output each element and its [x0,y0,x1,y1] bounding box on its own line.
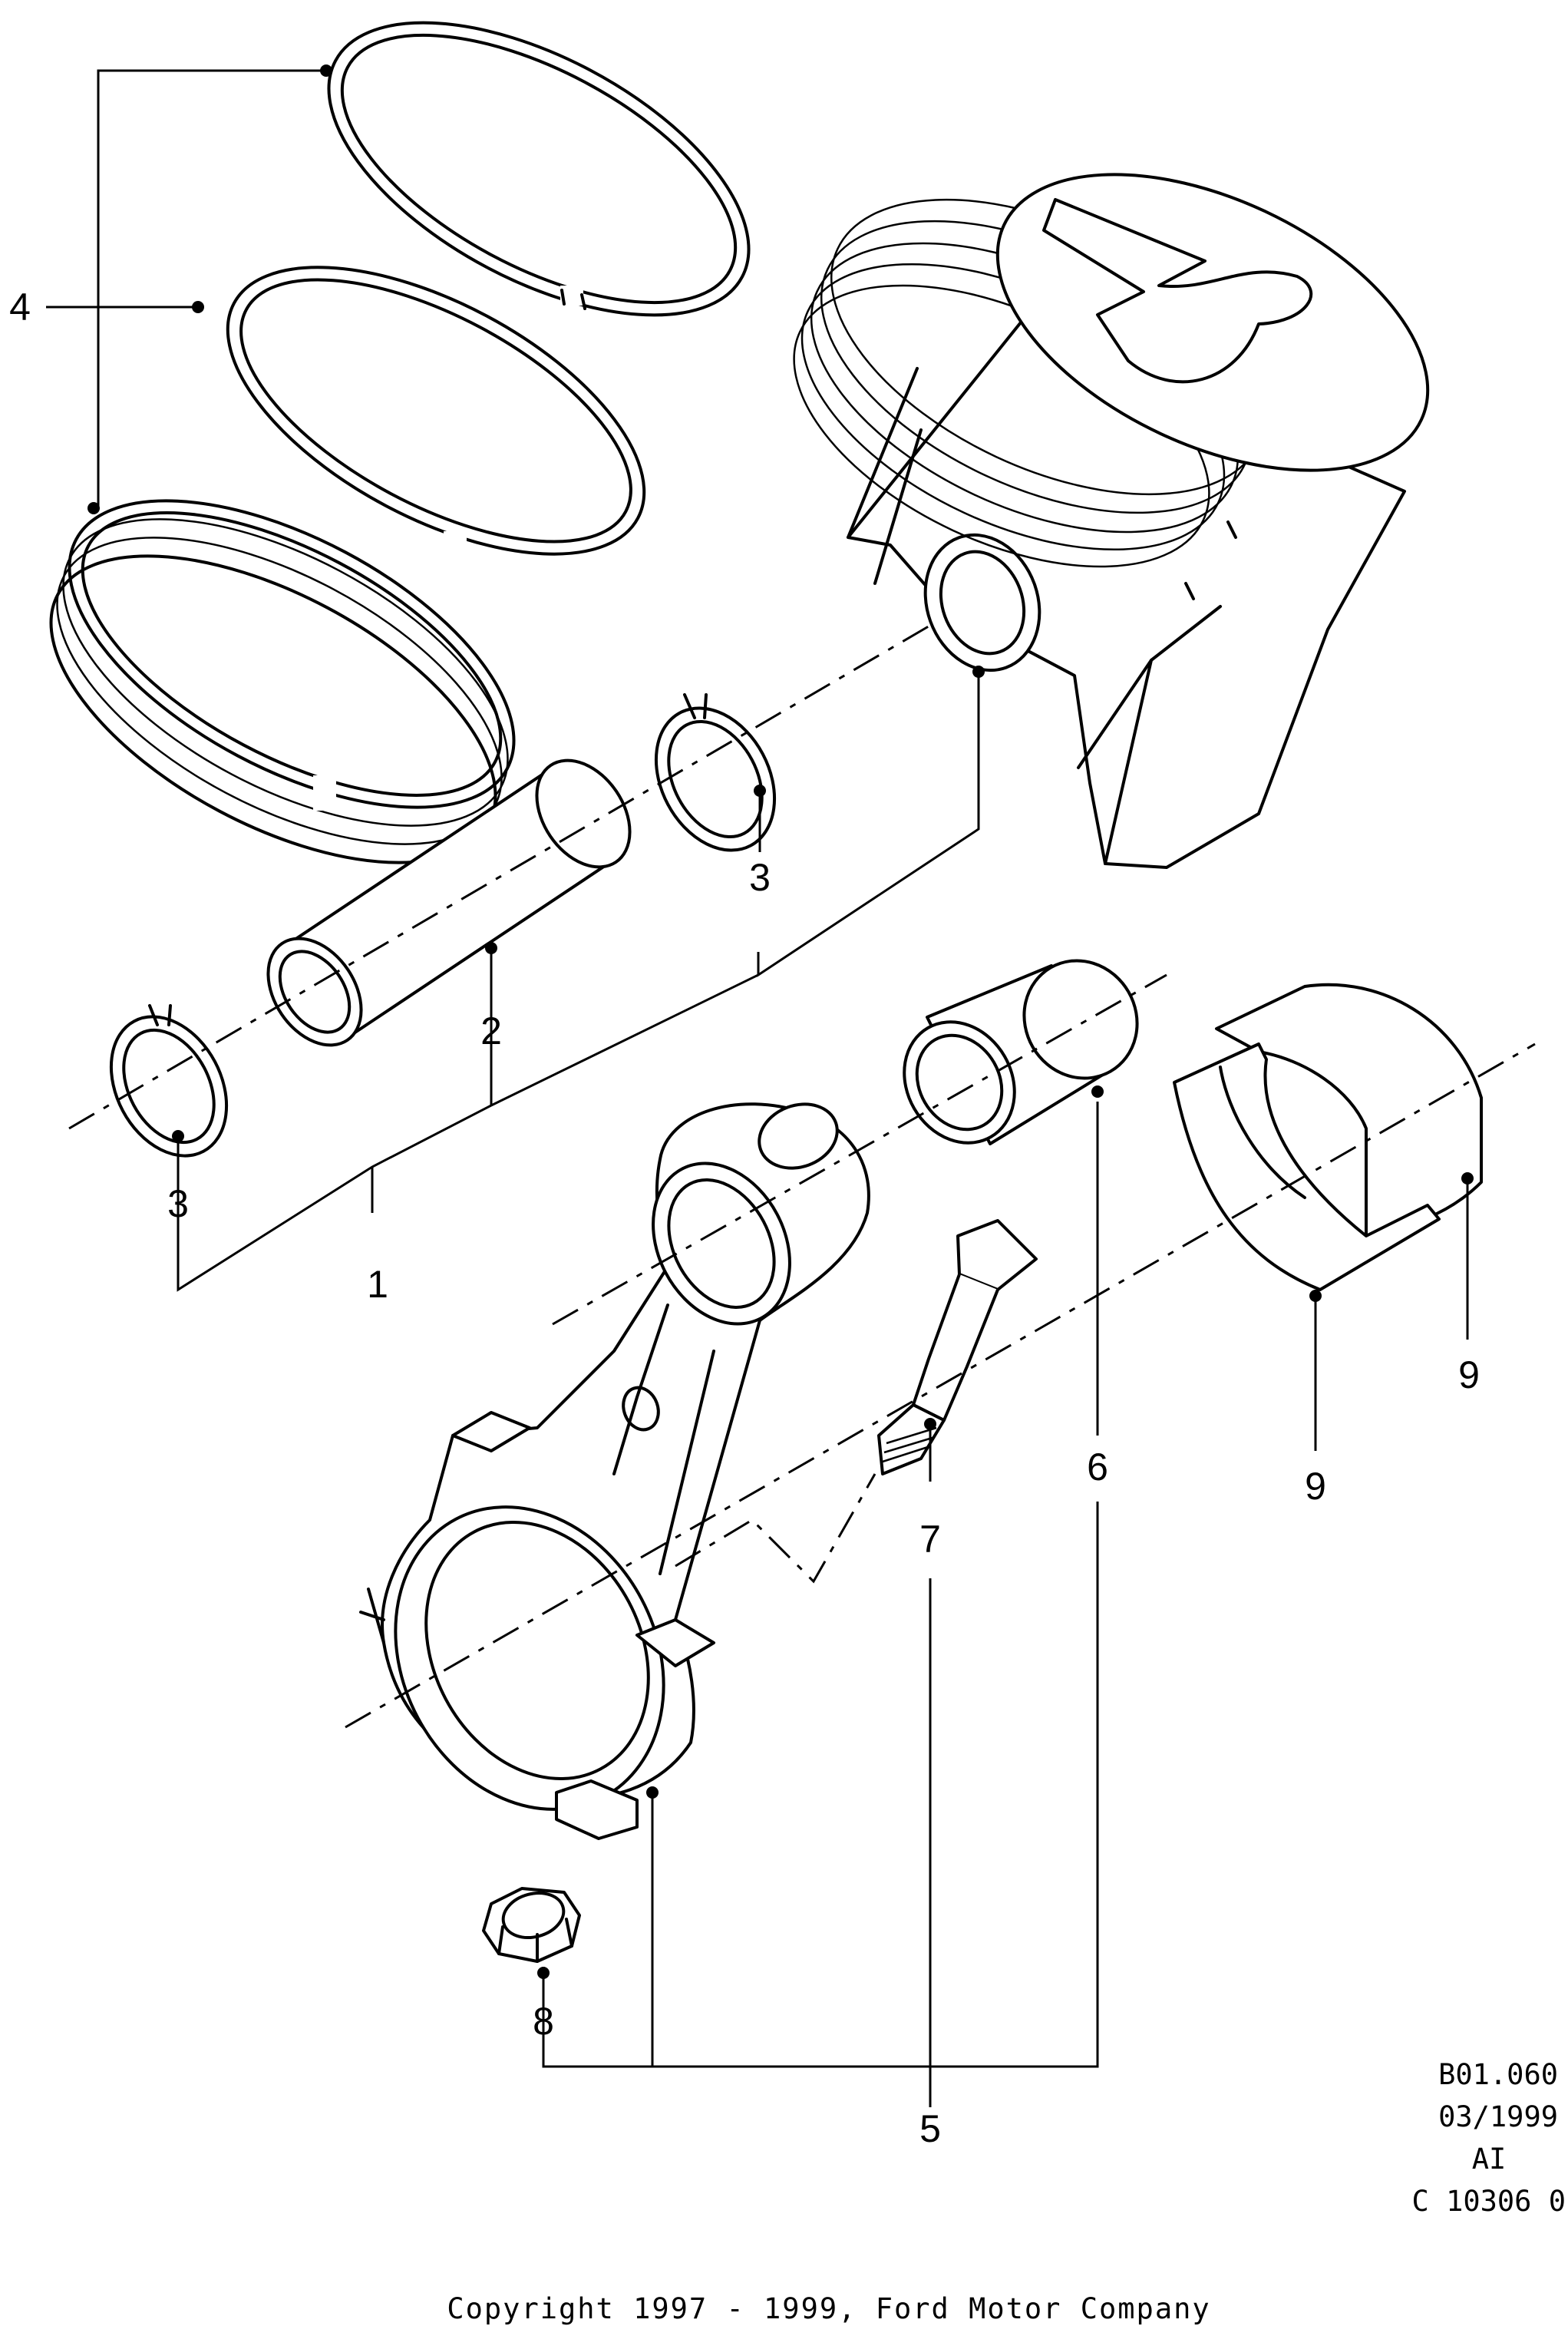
callout-5: 5 [919,2107,941,2150]
circlip-right [654,693,777,852]
drawing-date: 03/1999 [1438,2100,1558,2133]
callout-dots [87,64,1474,1979]
callout-7: 7 [919,1518,941,1561]
callout-leader-lines [46,69,1469,2107]
connecting-rod-bolt [877,1219,1038,1475]
piston-ring-oil [49,499,516,864]
drawing-info-block: B01.060 03/1999 AI C 10306 0 [1412,2058,1566,2218]
circlip-left [109,1004,229,1158]
connecting-rod-nut [482,1887,581,1963]
callout-3-right: 3 [749,856,771,899]
callout-2: 2 [480,1009,502,1052]
piston [793,173,1430,869]
callout-8: 8 [533,2000,554,2043]
callout-1: 1 [367,1263,388,1306]
copyright-notice: Copyright 1997 - 1999, Ford Motor Compan… [447,2292,1210,2325]
callout-9-left: 9 [1305,1465,1326,1508]
callout-labels: 4 3 2 3 1 9 6 9 7 8 5 [9,286,1480,2150]
callout-4: 4 [9,286,31,329]
assembly-axis-lines [68,620,1536,1729]
big-end-bearing-shells [1173,983,1483,1291]
piston-ring-middle [226,266,646,556]
callout-6: 6 [1087,1446,1108,1488]
drawing-code: AI [1472,2143,1507,2176]
callout-3-left: 3 [167,1182,189,1225]
connecting-rod [359,1102,870,1840]
drawing-number: C 10306 0 [1412,2185,1566,2218]
callout-9-right: 9 [1458,1353,1480,1396]
drawing-reference: B01.060 [1438,2058,1558,2091]
small-end-bush [903,959,1139,1145]
piston-ring-top [327,21,751,317]
